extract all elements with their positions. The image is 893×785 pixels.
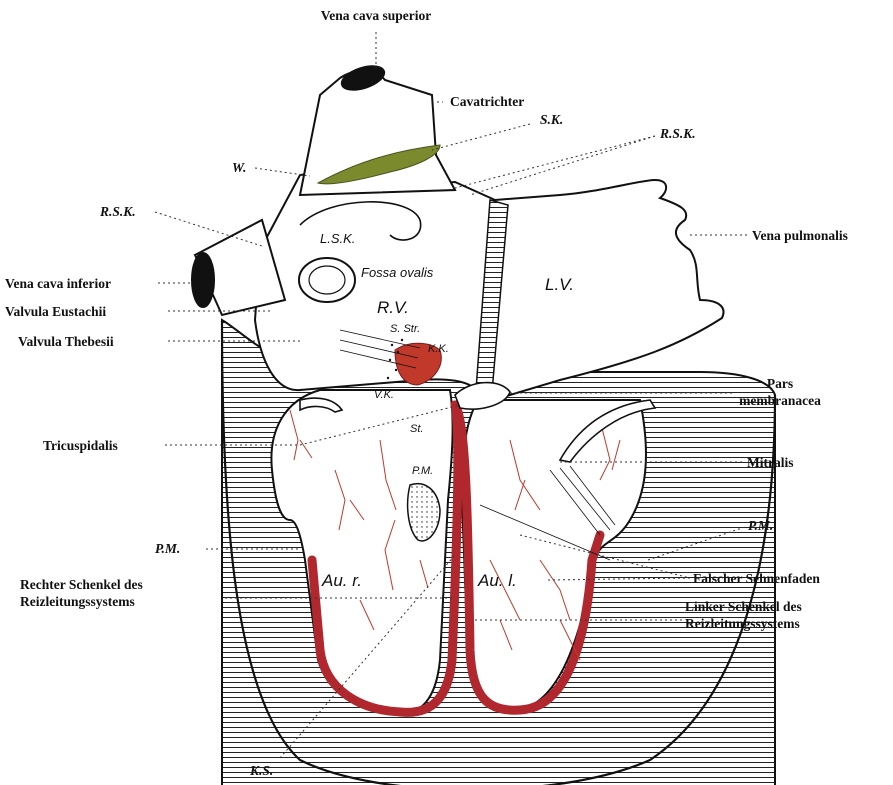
label-fossa-ovalis: Fossa ovalis xyxy=(361,265,434,280)
label-mitralis: Mitralis xyxy=(747,455,794,470)
label-pm-left: P.M. xyxy=(155,541,180,556)
label-au-l: Au. l. xyxy=(477,571,517,590)
label-pars: Pars xyxy=(767,376,793,391)
label-pm-right: P.M. xyxy=(748,518,773,533)
label-rv: R.V. xyxy=(377,298,409,317)
label-falscher-sehnenfaden: Falscher Sehnenfaden xyxy=(693,571,820,586)
label-valvula-thebesii: Valvula Thebesii xyxy=(18,334,114,349)
label-rsk-right: R.S.K. xyxy=(659,126,696,141)
label-au-r: Au. r. xyxy=(321,571,362,590)
label-rsk-left: R.S.K. xyxy=(99,204,136,219)
label-s-str: S. Str. xyxy=(390,323,420,335)
label-rechter-schenkel-1: Rechter Schenkel des xyxy=(20,577,143,592)
superior-vena-cava xyxy=(300,71,455,195)
label-vk: V.K. xyxy=(374,389,394,401)
label-valvula-eustachii: Valvula Eustachii xyxy=(5,304,106,319)
fossa-ovalis-inner xyxy=(309,266,345,294)
label-st: St. xyxy=(410,423,423,435)
label-ks: K.S. xyxy=(249,763,273,778)
label-rechter-schenkel-2: Reizleitungssystems xyxy=(20,594,135,609)
label-vena-cava-inferior: Vena cava inferior xyxy=(5,276,111,291)
label-cavatrichter: Cavatrichter xyxy=(450,94,524,109)
label-sk: S.K. xyxy=(540,112,563,127)
label-w: W. xyxy=(232,160,246,175)
right-atrium xyxy=(255,174,495,392)
label-linker-schenkel-2: Reizleitungssystems xyxy=(685,616,800,631)
left-atrium xyxy=(478,180,723,398)
label-pm-small: P.M. xyxy=(412,465,433,477)
label-membranacea: membranacea xyxy=(739,393,821,408)
label-kk: K.K. xyxy=(428,343,449,355)
label-vena-cava-superior: Vena cava superior xyxy=(321,8,432,23)
label-linker-schenkel-1: Linker Schenkel des xyxy=(685,599,802,614)
label-tricuspidalis: Tricuspidalis xyxy=(43,438,118,453)
label-lv: L.V. xyxy=(545,275,574,294)
ivc-lumen xyxy=(192,253,214,307)
label-vena-pulmonalis: Vena pulmonalis xyxy=(752,228,848,243)
label-lsk: L.S.K. xyxy=(320,231,355,246)
